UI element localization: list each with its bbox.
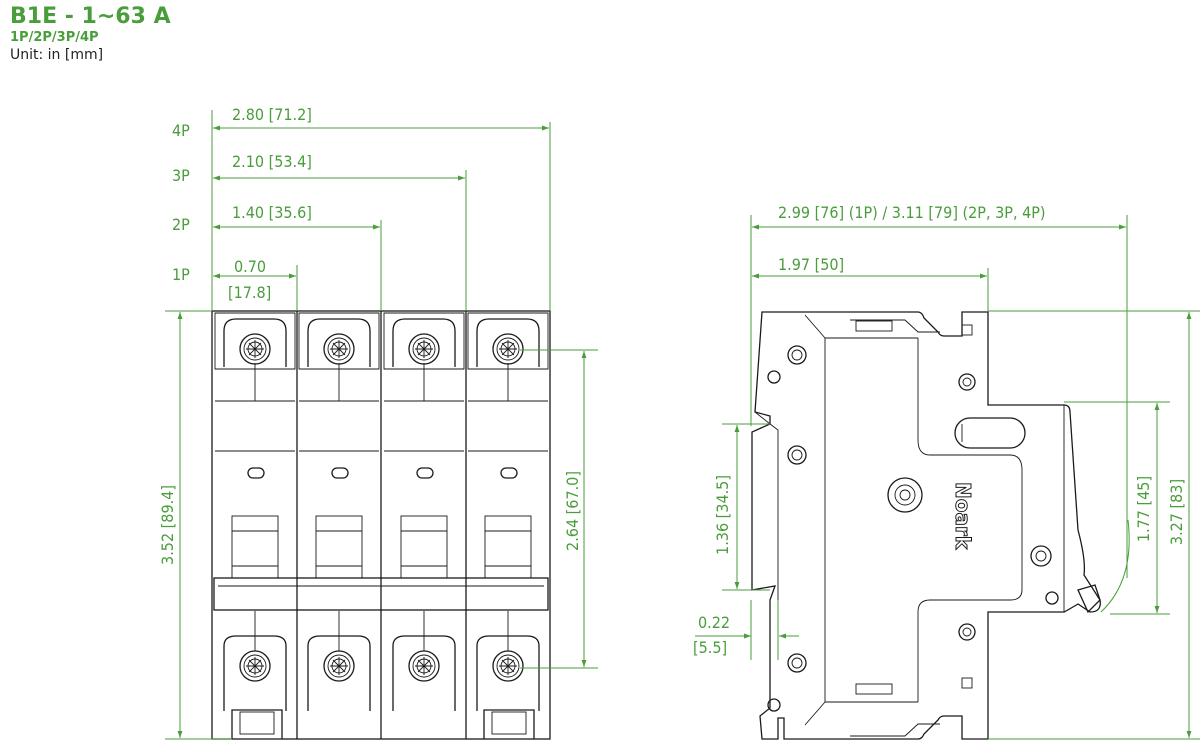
pole-label-1p: 1P	[172, 265, 190, 284]
width-1p-label: 0.70	[234, 257, 266, 276]
pole-label-3p: 3P	[172, 166, 190, 185]
unit-label: Unit: in [mm]	[10, 47, 104, 63]
pole-variants: 1P/2P/3P/4P	[10, 30, 99, 45]
depth-label: 2.99 [76] (1P) / 3.11 [79] (2P, 3P, 4P)	[778, 203, 1046, 222]
offset-mm-label: [5.5]	[693, 638, 727, 657]
side-view: Noark	[751, 311, 1101, 740]
rail-height-label: 1.36 [34.5]	[713, 475, 732, 555]
dim-327-label: 3.27 [83]	[1167, 479, 1186, 545]
front-view	[211, 310, 551, 740]
terminal-spacing-label: 2.64 [67.0]	[563, 471, 582, 551]
height-label: 3.52 [89.4]	[158, 485, 177, 565]
front-depth-label: 1.97 [50]	[778, 255, 844, 274]
front-dimension-labels: 4P 3P 2P 1P 2.80 [71.2] 2.10 [53.4] 1.40…	[158, 105, 582, 565]
pole-label-2p: 2P	[172, 215, 190, 234]
header: B1E - 1~63 A 1P/2P/3P/4P Unit: in [mm]	[10, 4, 171, 64]
side-dimension-labels: 2.99 [76] (1P) / 3.11 [79] (2P, 3P, 4P) …	[693, 203, 1186, 657]
width-3p-label: 2.10 [53.4]	[232, 152, 312, 171]
width-1p-mm-label: [17.8]	[228, 283, 271, 302]
side-dimensions	[695, 215, 1200, 740]
dim-177-label: 1.77 [45]	[1134, 476, 1153, 542]
offset-label: 0.22	[698, 613, 730, 632]
product-title: B1E - 1~63 A	[10, 4, 171, 29]
width-4p-label: 2.80 [71.2]	[232, 105, 312, 124]
pole-label-4p: 4P	[172, 121, 190, 140]
front-dimensions	[165, 110, 598, 740]
width-2p-label: 1.40 [35.6]	[232, 203, 312, 222]
brand-logo: Noark	[951, 482, 975, 550]
